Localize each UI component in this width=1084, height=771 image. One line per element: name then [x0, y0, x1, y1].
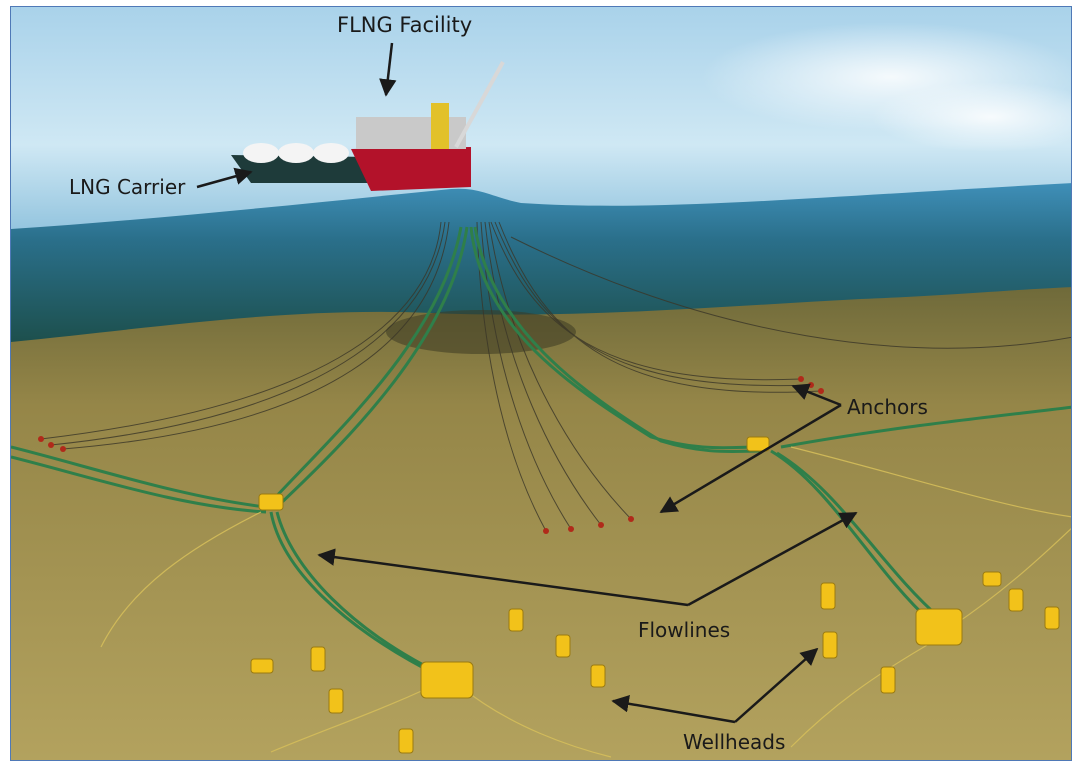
mooring-lines — [40, 221, 1071, 532]
label-flowlines: Flowlines — [638, 618, 731, 642]
label-flng-facility: FLNG Facility — [337, 13, 473, 37]
flng-field-illustration — [11, 7, 1071, 760]
flng-facility — [351, 61, 505, 191]
arrow-flowlines-left — [317, 548, 689, 607]
arrow-anchors-right — [791, 383, 842, 407]
subsea-equipment — [250, 436, 1060, 754]
arrow-anchors-left — [659, 403, 842, 514]
arrow-wellheads-left — [611, 695, 736, 724]
label-anchors: Anchors — [847, 395, 928, 419]
seabed — [11, 287, 1071, 760]
flowlines — [11, 226, 1071, 681]
callout-arrows — [196, 42, 858, 724]
label-lng-carrier: LNG Carrier — [69, 175, 186, 199]
anchor-points — [38, 376, 824, 534]
arrow-carrier — [196, 167, 253, 189]
lng-carrier — [231, 143, 371, 183]
cloud — [871, 82, 1071, 152]
facility-shadow — [386, 310, 576, 354]
arrow-flowlines-right — [687, 511, 858, 607]
arrow-wellheads-right — [734, 647, 819, 723]
label-wellheads: Wellheads — [683, 730, 786, 754]
arrow-flng — [379, 42, 397, 97]
diagram-frame: FLNG Facility LNG Carrier Anchors Flowli… — [10, 6, 1072, 761]
